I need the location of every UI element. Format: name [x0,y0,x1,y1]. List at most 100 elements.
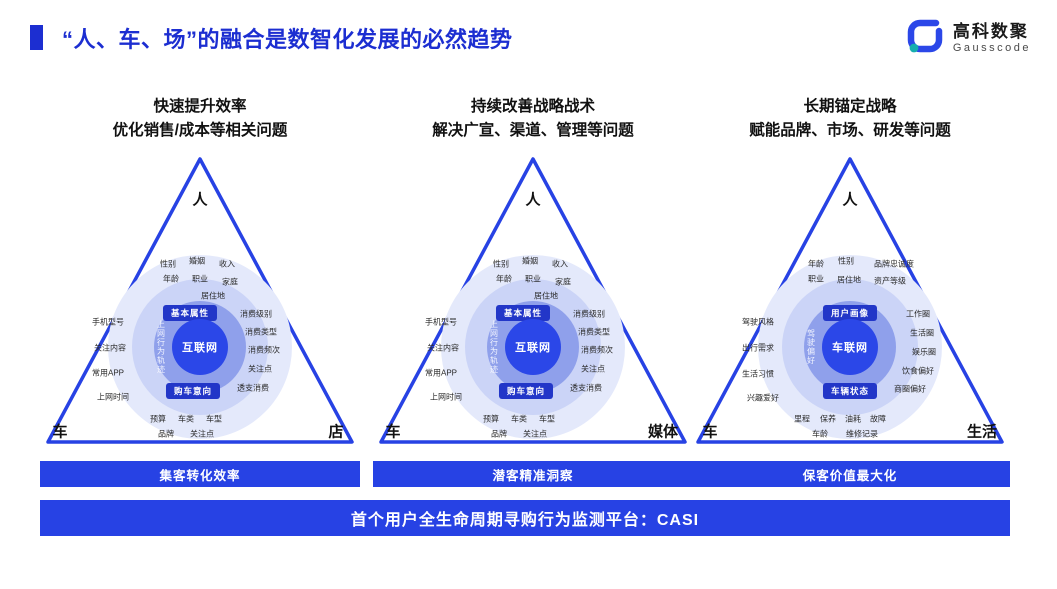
ring-label: 职业 [192,274,208,284]
result-banner: 潜客精准洞察 [373,461,693,487]
attribute-badge-top: 用户画像 [822,305,878,321]
title-bullet [30,25,43,50]
logo-name: 高科数聚 [952,21,1029,41]
heading-line1: 持续改善战略战术 [470,98,595,115]
ring-label: 消费级别 [240,309,272,319]
ring-label: 常用APP [91,368,125,378]
page-title: “人、车、场”的融合是数智化发展的必然趋势 [62,27,513,52]
ring-label: 预算 [150,414,166,424]
result-banner: 集客转化效率 [40,461,360,487]
corner-label-top: 人 [842,191,858,209]
ring-label: 消费频次 [248,345,280,355]
ring-label: 故障 [870,414,886,424]
ring-label: 透支消费 [570,383,602,393]
ring-label: 关注点 [190,429,214,439]
ring-label: 婚姻 [189,256,205,266]
column-life: 长期锚定战略 赋能品牌、市场、研发等问题 人 车 生活 年龄 性别 品牌忠诚度 … [690,95,1010,487]
logo-text-block: 高科数聚 Gausscode [953,22,1031,56]
corner-label-right: 媒体 [647,423,679,441]
ring-label: 年龄 [496,274,512,284]
ring-label: 职业 [808,274,824,284]
ring-label: 商圈偏好 [894,384,926,394]
ring-label: 性别 [838,256,854,266]
corner-label-right: 生活 [966,423,998,441]
triangle-diagram: 人 车 店 性别 婚姻 收入 年龄 职业 家庭 居住地 手机型号 关注内容 常用… [40,147,360,457]
ring-label: 驾驶风格 [742,317,774,327]
ring-label: 婚姻 [522,256,538,266]
ring-label: 关注点 [248,364,272,374]
ring-label: 透支消费 [237,383,269,393]
attribute-badge-bottom: 车辆状态 [822,383,878,399]
ring-label: 资产等级 [874,276,906,286]
ring-label: 品牌 [158,429,174,439]
ring-label: 上网时间 [97,392,129,402]
column-media: 持续改善战略战术 解决广宣、渠道、管理等问题 人 车 媒体 性别 婚姻 收入 年… [373,95,693,487]
column-heading: 持续改善战略战术 解决广宣、渠道、管理等问题 [373,95,693,143]
ring-label: 车型 [206,414,222,424]
center-circle: 车联网 [822,319,878,375]
ring-label: 维修记录 [846,429,878,439]
column-heading: 长期锚定战略 赋能品牌、市场、研发等问题 [690,95,1010,143]
ring-label: 品牌忠诚度 [874,259,914,269]
ring-label: 性别 [493,259,509,269]
ring-label: 年龄 [808,259,824,269]
ring-label: 品牌 [491,429,507,439]
corner-label-top: 人 [192,191,208,209]
ring-label: 消费类型 [578,327,610,337]
ring-label: 生活习惯 [742,369,774,379]
ring-label: 手机型号 [425,317,457,327]
attribute-badge-top: 基本属性 [162,305,218,321]
heading-line1: 快速提升效率 [153,98,247,115]
corner-label-right: 店 [328,423,344,441]
attribute-badge-top: 基本属性 [495,305,551,321]
heading-line2: 赋能品牌、市场、研发等问题 [749,122,951,140]
ring-label: 油耗 [845,414,861,424]
gausscode-logo-icon [905,16,945,61]
corner-label-top: 人 [525,191,541,209]
ring-label: 车龄 [812,429,828,439]
logo-subtitle: Gausscode [952,42,1031,55]
ring-label: 消费类型 [245,327,277,337]
ring-label: 性别 [160,259,176,269]
heading-line2: 优化销售/成本等相关问题 [112,122,288,140]
ring-label: 出行需求 [742,343,774,353]
vertical-ring-label: 驾驶偏好 [806,329,816,365]
ring-label: 居住地 [201,291,225,301]
ring-label: 生活圈 [910,328,934,338]
center-circle: 互联网 [172,319,228,375]
triangle-diagram: 人 车 媒体 性别 婚姻 收入 年龄 职业 家庭 居住地 手机型号 关注内容 常… [373,147,693,457]
vertical-ring-label: 上网行为轨迹 [489,320,499,374]
ring-label: 手机型号 [92,317,124,327]
ring-label: 预算 [483,414,499,424]
heading-line2: 解决广宣、渠道、管理等问题 [432,122,634,140]
ring-label: 收入 [219,259,235,269]
company-logo: 高科数聚 Gausscode [905,16,1031,61]
ring-label: 消费频次 [581,345,613,355]
ring-label: 饮食偏好 [902,366,934,376]
ring-label: 家庭 [555,277,571,287]
column-store: 快速提升效率 优化销售/成本等相关问题 人 车 店 性别 婚姻 收入 年龄 职业… [40,95,360,487]
attribute-badge-bottom: 购车意向 [498,383,554,399]
ring-label: 关注点 [523,429,547,439]
ring-label: 兴趣爱好 [747,393,779,403]
ring-label: 关注内容 [427,343,459,353]
attribute-badge-bottom: 购车意向 [165,383,221,399]
ring-label: 关注点 [581,364,605,374]
ring-label: 车型 [539,414,555,424]
ring-label: 居住地 [837,275,861,285]
ring-label: 年龄 [163,274,179,284]
corner-label-left: 车 [702,423,718,441]
center-circle: 互联网 [505,319,561,375]
ring-label: 家庭 [222,277,238,287]
ring-label: 关注内容 [94,343,126,353]
heading-line1: 长期锚定战略 [803,98,897,115]
ring-label: 车类 [178,414,194,424]
ring-label: 职业 [525,274,541,284]
corner-label-left: 车 [52,423,68,441]
ring-label: 常用APP [424,368,458,378]
ring-label: 娱乐圈 [912,347,936,357]
ring-label: 消费级别 [573,309,605,319]
platform-banner: 首个用户全生命周期寻购行为监测平台：CASI [40,500,1010,536]
result-banner: 保客价值最大化 [690,461,1010,487]
